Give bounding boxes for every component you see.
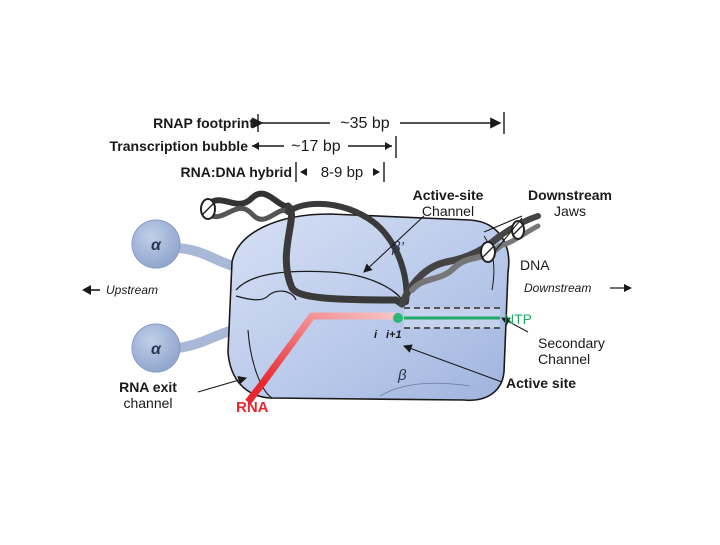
dna-template	[200, 190, 541, 308]
dna-label: DNA	[520, 257, 550, 273]
position-i-label: i	[374, 329, 378, 341]
rna-label: RNA	[236, 399, 269, 416]
active-site-dot	[393, 313, 403, 323]
pointer-lines	[197, 215, 529, 393]
ntp-label: NTP	[504, 311, 532, 327]
beta-label: β	[397, 367, 407, 384]
position-i-plus-1-label: i+1	[386, 329, 402, 341]
downstream-label: Downstream	[524, 281, 591, 295]
footprint-length: ~35 bp	[340, 115, 389, 132]
footprint-label: RNAP footprint	[153, 115, 254, 131]
annotation-labels: Active-site Channel Downstream Jaws DNA …	[106, 187, 612, 416]
active-site-channel-label-2: Channel	[422, 203, 474, 219]
alpha-bottom-subunit	[131, 323, 181, 373]
alpha-top-label: α	[151, 237, 162, 254]
direction-arrows	[82, 284, 632, 295]
bubble-length: ~17 bp	[291, 138, 340, 155]
bubble-label: Transcription bubble	[110, 138, 249, 154]
beta-prime-label: β’	[391, 239, 405, 256]
secondary-channel-label-1: Secondary	[538, 335, 605, 351]
scale-bars	[252, 112, 505, 182]
downstream-jaws-label-2: Jaws	[554, 203, 586, 219]
hybrid-label: RNA:DNA hybrid	[181, 164, 292, 180]
active-site-label: Active site	[506, 375, 576, 391]
scale-labels: RNAP footprint Transcription bubble RNA:…	[110, 115, 390, 181]
rna-transcript	[245, 312, 396, 405]
downstream-jaws-label-1: Downstream	[528, 187, 612, 203]
secondary-channel-label-2: Channel	[538, 351, 590, 367]
alpha-top-subunit	[131, 219, 181, 269]
hybrid-length: 8-9 bp	[321, 164, 364, 181]
alpha-bottom-label: α	[151, 341, 162, 358]
rna-exit-channel-label-1: RNA exit	[119, 379, 177, 395]
rna-exit-channel-label-2: channel	[123, 395, 172, 411]
upstream-label: Upstream	[106, 283, 158, 297]
active-site-channel-label-1: Active-site	[413, 187, 484, 203]
rna-strand	[259, 312, 396, 387]
rna-exit-tail	[245, 381, 265, 405]
